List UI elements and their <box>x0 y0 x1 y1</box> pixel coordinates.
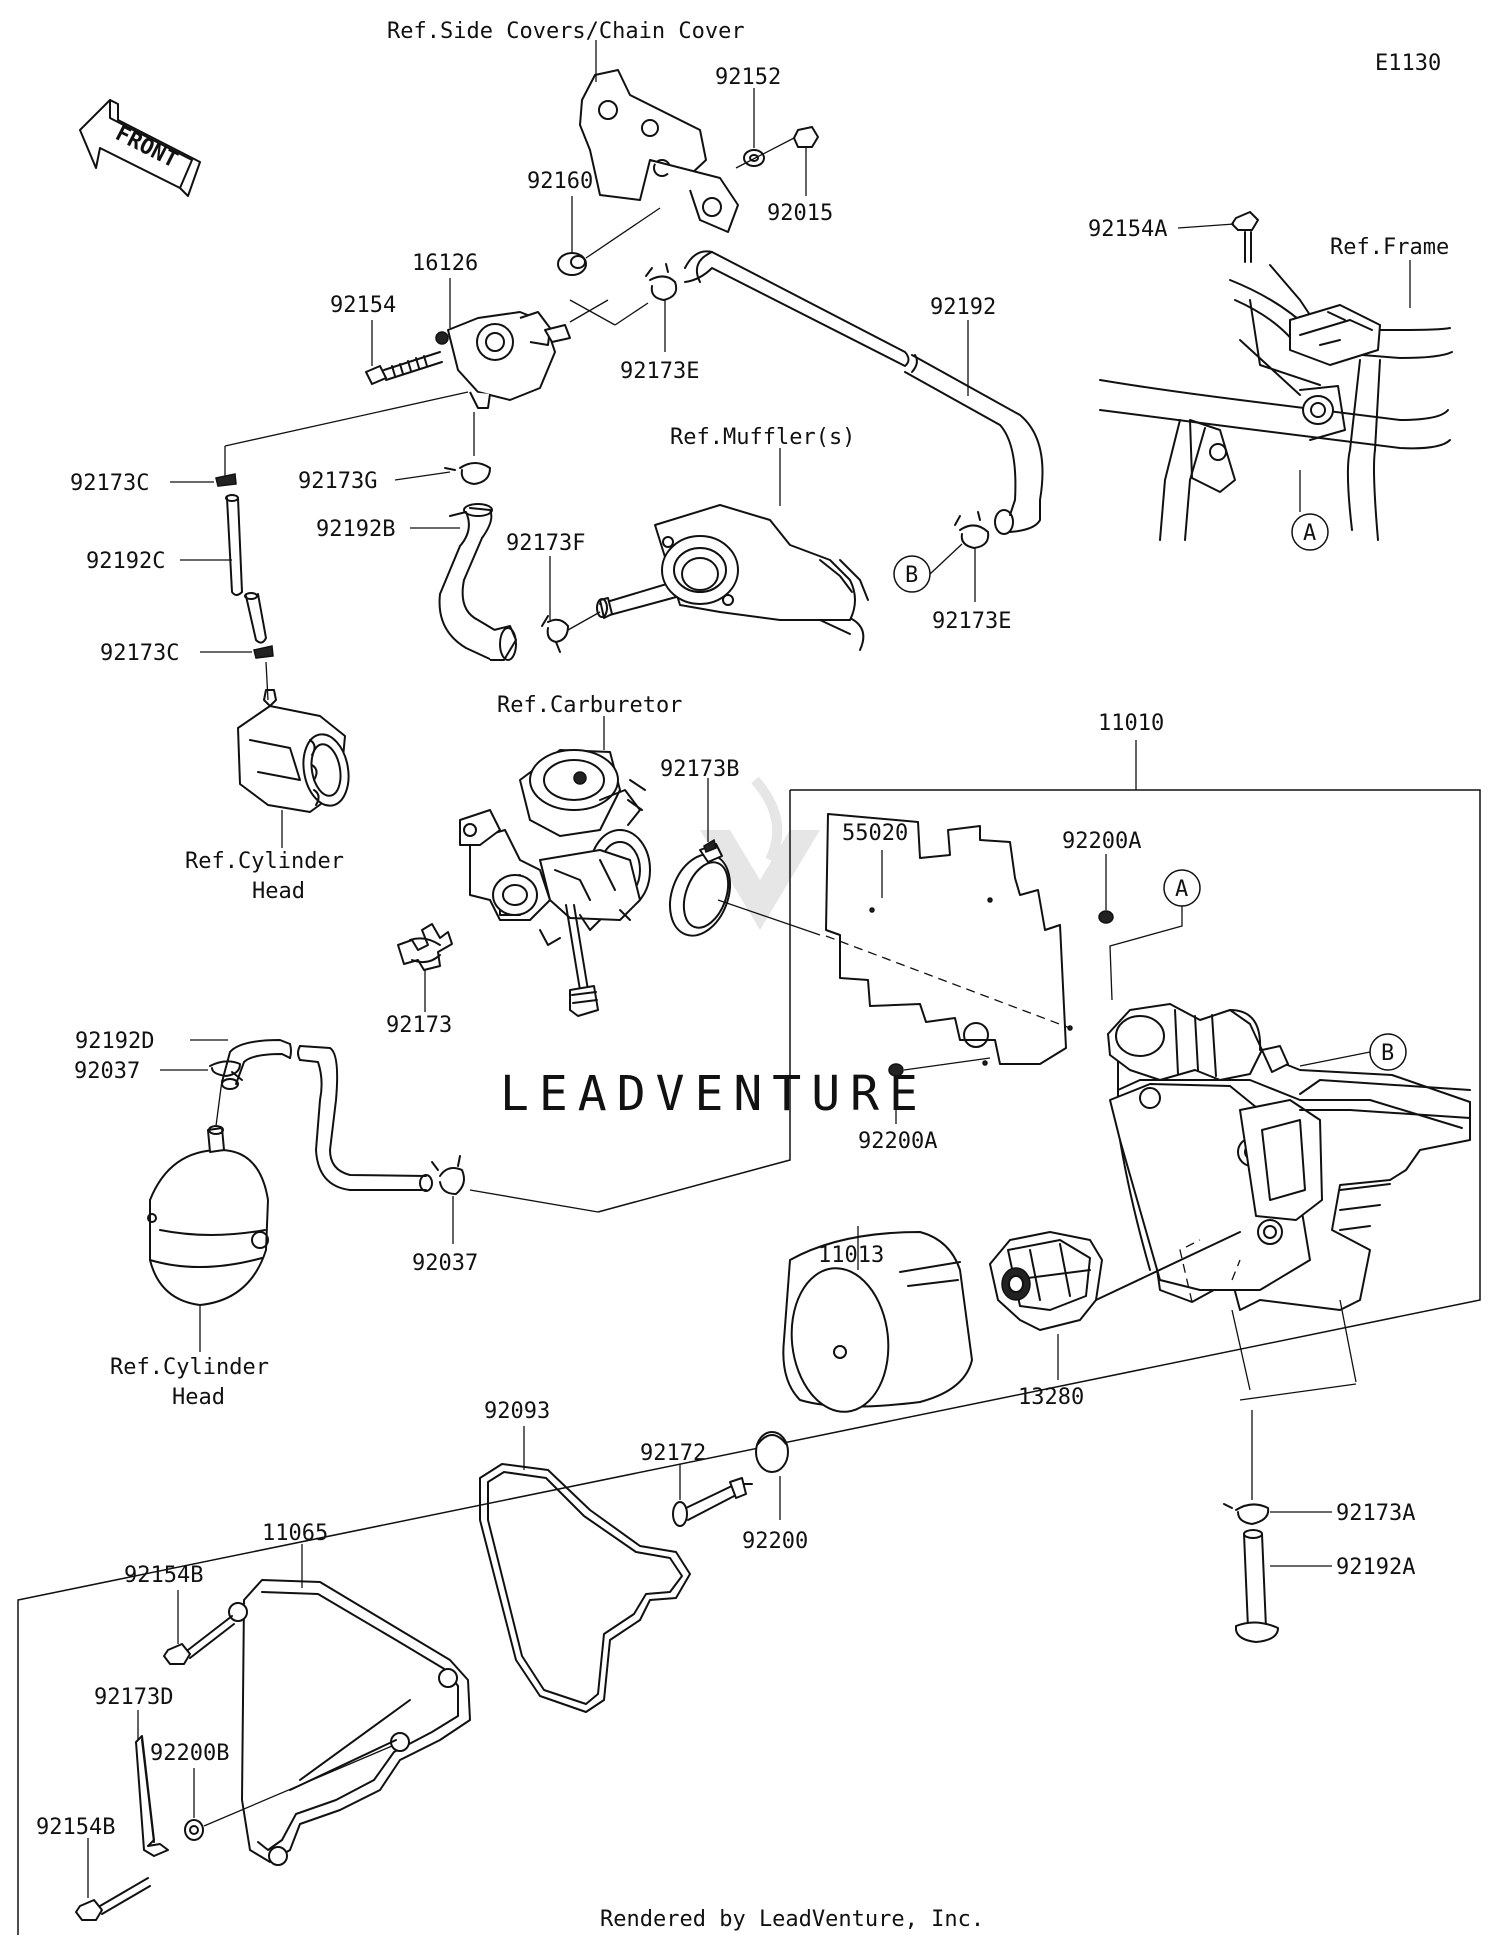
marker-b-label: B <box>905 563 918 588</box>
damper-92200 <box>755 1431 789 1473</box>
callout-11010: 11010 <box>1098 711 1164 736</box>
callout-ref-cyl-head-1b: Head <box>252 879 305 904</box>
clip-92173F <box>541 615 569 653</box>
callout-92200: 92200 <box>742 1529 808 1554</box>
callout-92173F: 92173F <box>506 531 585 556</box>
callout-92152: 92152 <box>715 65 781 90</box>
callout-92160: 92160 <box>527 169 593 194</box>
clip-92173E-top <box>645 263 678 301</box>
air-suction-valve-16126 <box>435 311 571 409</box>
damper-92200B <box>184 1819 204 1841</box>
filter-element-11013 <box>782 1231 973 1413</box>
callout-13280: 13280 <box>1018 1385 1084 1410</box>
callout-92192A: 92192A <box>1336 1555 1415 1580</box>
callout-92154: 92154 <box>330 293 396 318</box>
marker-a-box-label: A <box>1175 877 1188 902</box>
callout-ref-mufflers: Ref.Muffler(s) <box>670 425 855 450</box>
callout-92173D: 92173D <box>94 1685 173 1710</box>
clip-92037-bottom <box>431 1155 465 1195</box>
bolt-92154B-bottom <box>75 1877 151 1921</box>
damper-92200A-top <box>1098 910 1114 924</box>
callout-92173G: 92173G <box>298 469 377 494</box>
frame-section <box>1099 264 1453 541</box>
clamp-92173D <box>135 1735 169 1857</box>
callout-92037-bottom: 92037 <box>412 1251 478 1276</box>
callout-92154B-top: 92154B <box>124 1563 203 1588</box>
clip-92037-top <box>209 1060 243 1081</box>
callout-92200A-bottom: 92200A <box>858 1129 937 1154</box>
callout-92192B: 92192B <box>316 517 395 542</box>
marker-a-frame-label: A <box>1303 521 1316 546</box>
clamp-92173 <box>397 923 453 971</box>
clip-92173C-bottom <box>253 645 274 659</box>
callout-ref-cyl-head-1a: Ref.Cylinder <box>185 849 344 874</box>
hose-92192B <box>438 503 517 661</box>
callout-11013: 11013 <box>818 1243 884 1268</box>
callout-92173C-top: 92173C <box>70 471 149 496</box>
cylinder-head-intake-1 <box>237 689 350 813</box>
nut-92015 <box>793 126 819 148</box>
muffler-section <box>596 504 869 651</box>
callout-92093: 92093 <box>484 1399 550 1424</box>
bolt-92172 <box>672 1477 753 1527</box>
callout-92192C: 92192C <box>86 549 165 574</box>
callout-92200B: 92200B <box>150 1741 229 1766</box>
callout-92154A: 92154A <box>1088 217 1167 242</box>
callout-16126: 16126 <box>412 251 478 276</box>
plate-55020 <box>825 813 1073 1066</box>
marker-a-frame-circle <box>1291 513 1329 551</box>
side-cover-bracket <box>579 69 739 233</box>
front-arrow: FRONT <box>79 99 201 197</box>
callout-ref-side-covers: Ref.Side Covers/Chain Cover <box>387 19 745 44</box>
cover-11065 <box>228 1579 471 1866</box>
callout-92173B: 92173B <box>660 757 739 782</box>
cylinder-head-cover-2 <box>147 1125 269 1306</box>
callout-92172: 92172 <box>640 1441 706 1466</box>
callout-ref-frame: Ref.Frame <box>1330 235 1449 260</box>
callout-ref-carburetor: Ref.Carburetor <box>497 693 682 718</box>
carburetor <box>459 749 651 1017</box>
clip-92173A <box>1223 1503 1270 1525</box>
callout-11065: 11065 <box>262 1521 328 1546</box>
bolt-92154 <box>365 351 443 385</box>
gasket-92093 <box>479 1463 691 1713</box>
clip-92173C-top <box>215 473 237 487</box>
hose-92192C <box>225 494 267 644</box>
bolt-92154A <box>1231 211 1259 263</box>
hose-92192D <box>221 1039 433 1192</box>
air-cleaner-housing <box>1107 1003 1471 1311</box>
holder-13280 <box>989 1231 1241 1331</box>
damper-92200A-bottom <box>888 1063 904 1077</box>
callout-92173C-bottom: 92173C <box>100 641 179 666</box>
callout-92200A-top: 92200A <box>1062 829 1141 854</box>
footer-credit: Rendered by LeadVenture, Inc. <box>600 1907 984 1932</box>
callout-92173E-top: 92173E <box>620 359 699 384</box>
callout-92173E-bottom: 92173E <box>932 609 1011 634</box>
callout-55020: 55020 <box>842 821 908 846</box>
callout-92015: 92015 <box>767 201 833 226</box>
callout-ref-cyl-head-2b: Head <box>172 1385 225 1410</box>
callout-92192: 92192 <box>930 295 996 320</box>
callout-ref-cyl-head-2a: Ref.Cylinder <box>110 1355 269 1380</box>
callout-92173: 92173 <box>386 1013 452 1038</box>
callout-92154B-bottom: 92154B <box>36 1815 115 1840</box>
hose-92192 <box>684 250 1044 535</box>
watermark-text: LEADVENTURE <box>500 1066 928 1122</box>
callout-92037-top: 92037 <box>74 1059 140 1084</box>
callout-92192D: 92192D <box>75 1029 154 1054</box>
callout-92173A: 92173A <box>1336 1501 1415 1526</box>
diagram-code: E1130 <box>1375 51 1441 76</box>
bolt-92154B-top <box>163 1615 235 1665</box>
grommet-92160 <box>557 252 587 276</box>
clip-92173E-bottom <box>954 511 990 549</box>
marker-b-box-label: B <box>1381 1041 1394 1066</box>
clip-92173G <box>444 462 491 485</box>
clamp-92173B <box>669 838 731 937</box>
tube-92192A <box>1235 1529 1279 1643</box>
